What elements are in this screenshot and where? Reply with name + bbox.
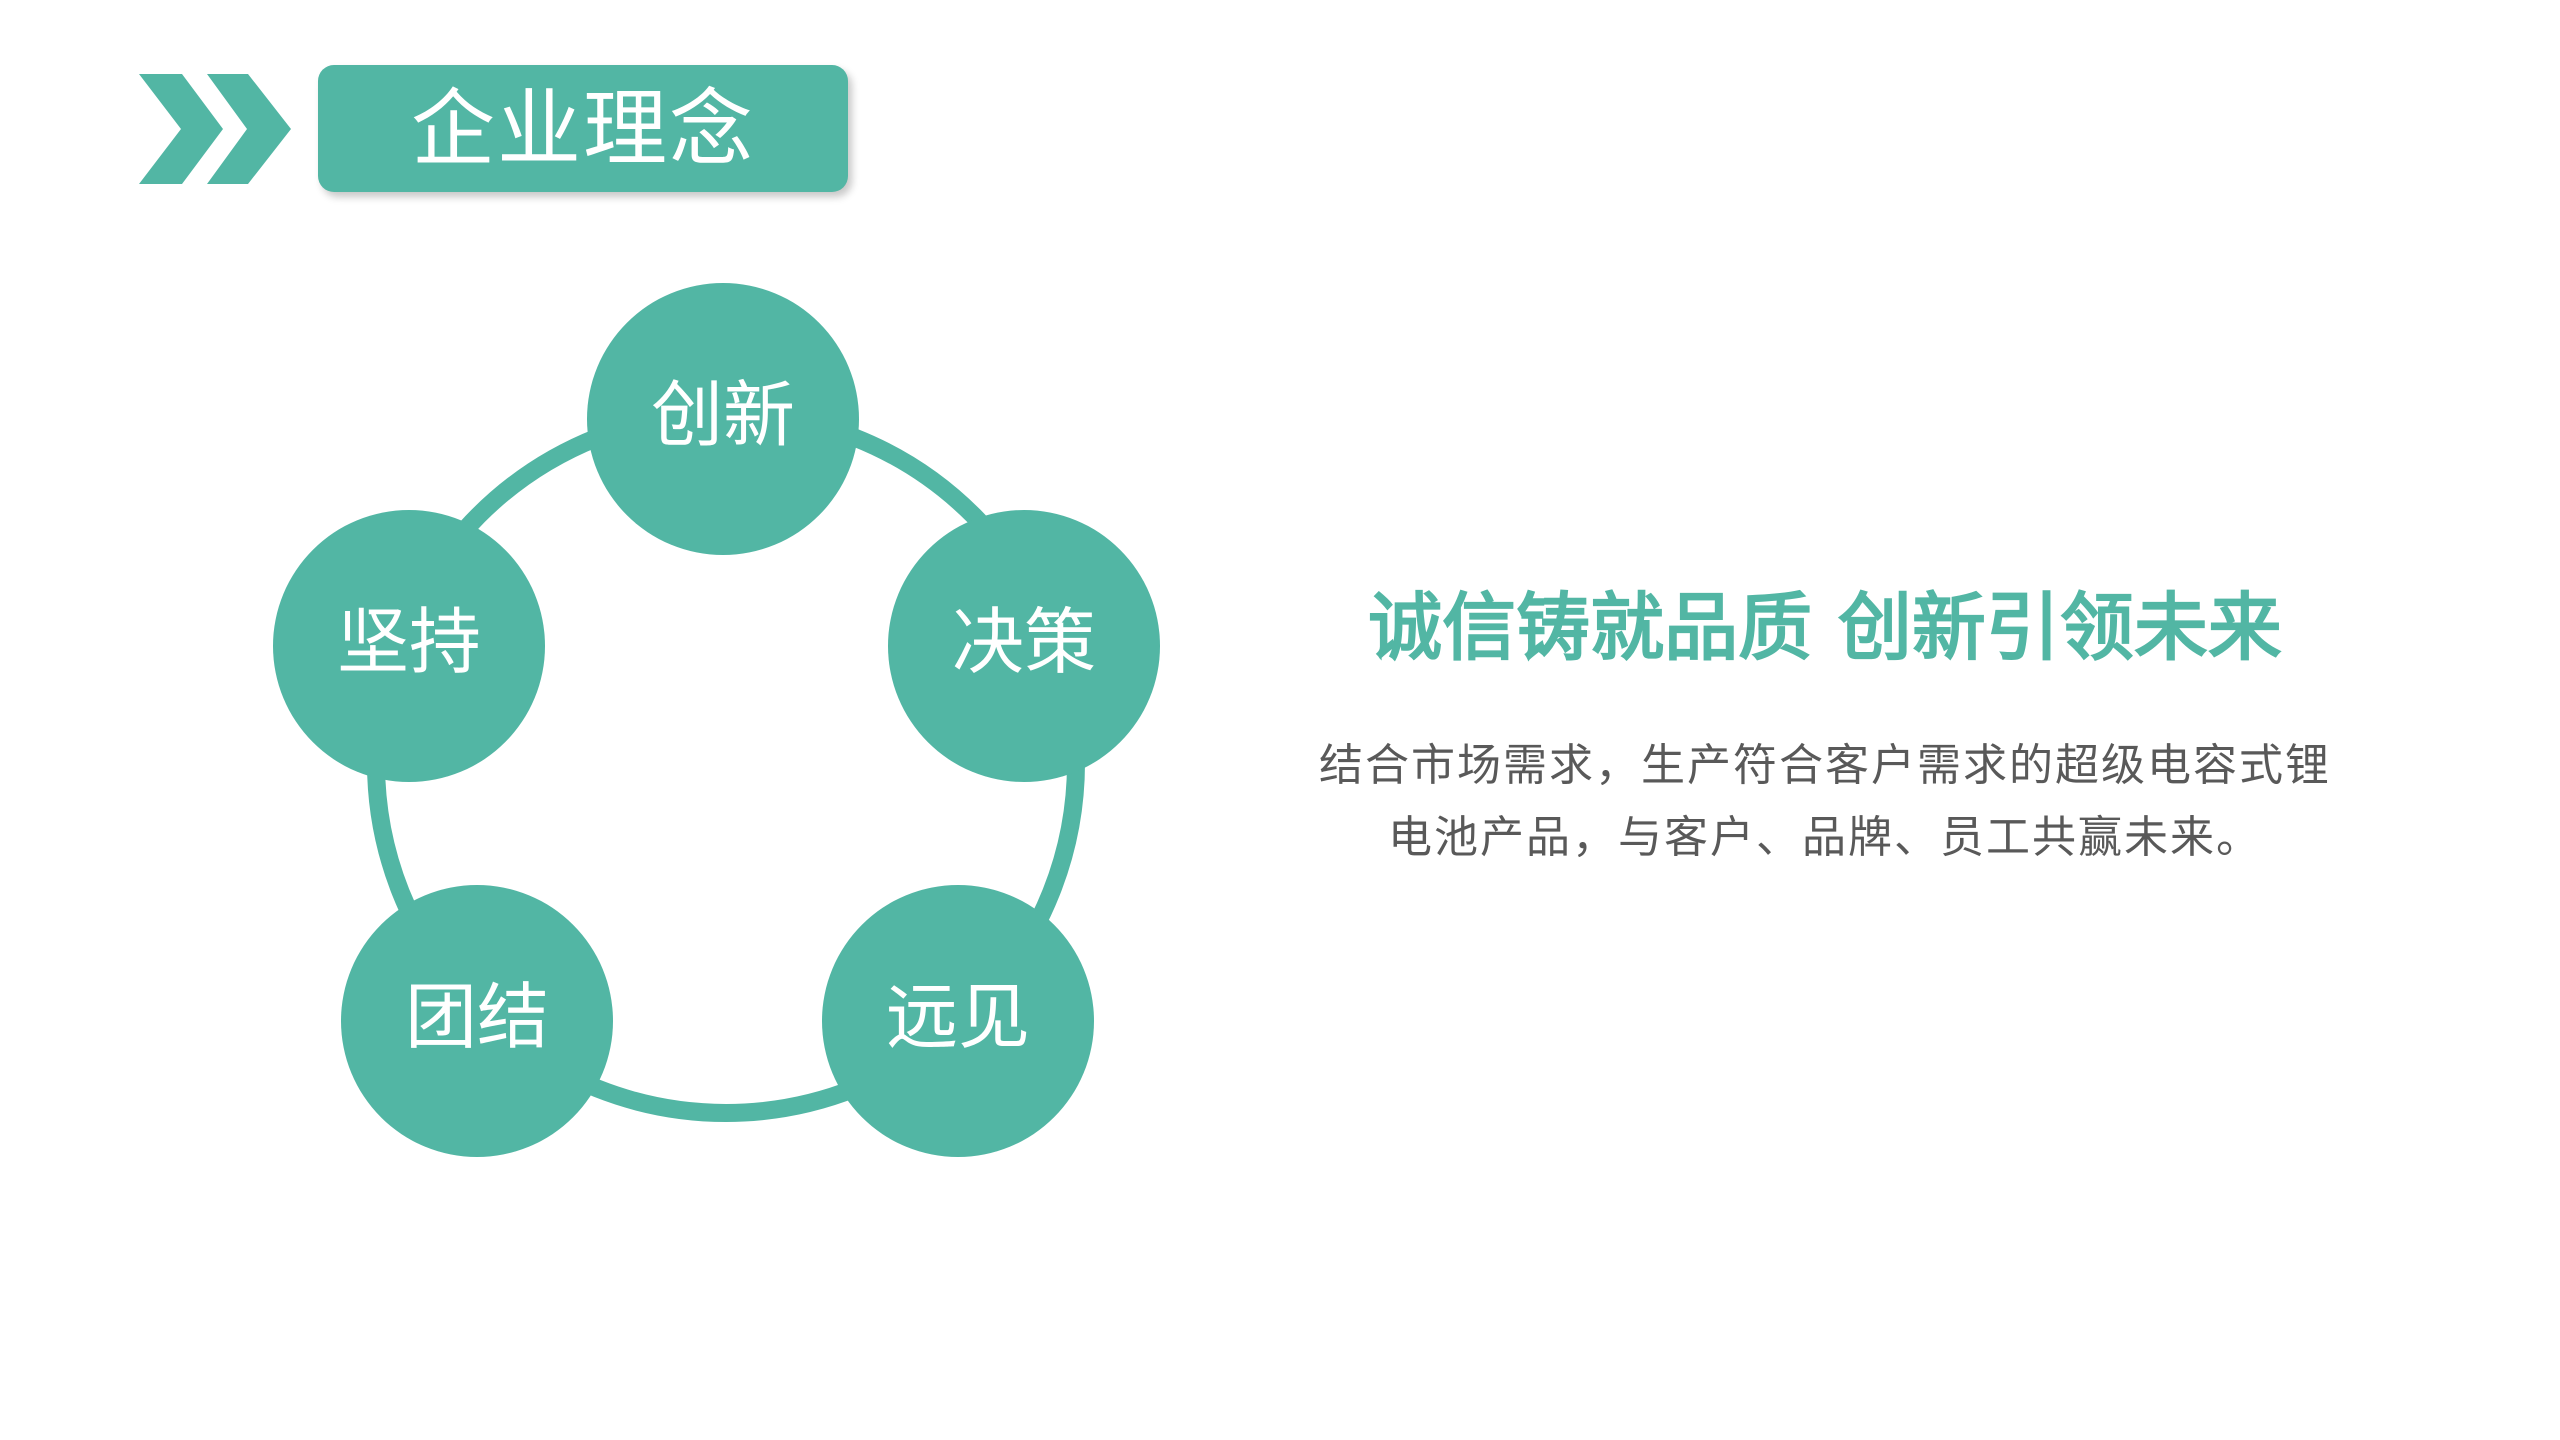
node-label: 远见 [885,975,1030,1059]
node-label: 坚持 [336,600,481,684]
description-paragraph: 结合市场需求，生产符合客户需求的超级电容式锂 电池产品，与客户、品牌、员工共赢未… [1285,730,2365,874]
node-label: 团结 [404,975,549,1059]
node-innovation: 创新 [587,283,859,555]
section-title-banner: 企业理念 [318,65,848,192]
node-persistence: 坚持 [273,510,545,782]
node-label: 创新 [650,373,795,457]
node-vision: 远见 [822,885,1094,1157]
philosophy-cycle-diagram: 创新 决策 远见 团结 坚持 [0,0,1300,1300]
double-chevron-right-icon [139,74,291,184]
slogan-heading: 诚信铸就品质 创新引领未来 [1368,585,2282,671]
description-line-2: 电池产品，与客户、品牌、员工共赢未来。 [1388,812,2262,863]
node-label: 决策 [951,600,1096,684]
section-title: 企业理念 [410,79,755,178]
description-line-1: 结合市场需求，生产符合客户需求的超级电容式锂 [1319,740,2331,791]
node-unity: 团结 [341,885,613,1157]
node-decision: 决策 [888,510,1160,782]
